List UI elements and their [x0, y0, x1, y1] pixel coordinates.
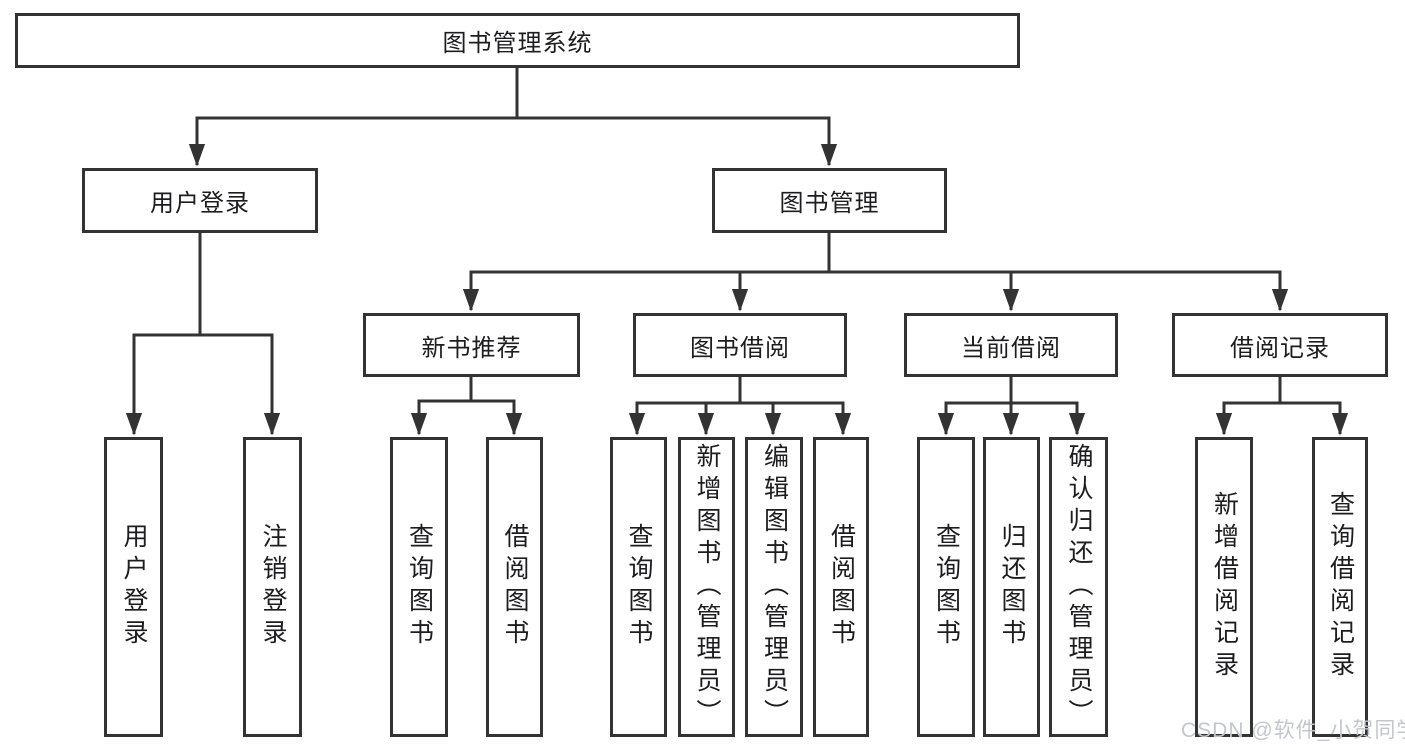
node-label: 用户登录 [150, 190, 250, 217]
leaf-label: 查询借阅记录 [1326, 491, 1355, 683]
node-book-borrow: 图书借阅 [633, 313, 847, 377]
node-new-book-recommend: 新书推荐 [363, 313, 580, 377]
leaf-confirm-return-admin: 确认归还（管理员） [1049, 437, 1108, 737]
leaf-borrow-books-recommend: 借阅图书 [486, 437, 543, 737]
leaf-label: 借阅图书 [501, 523, 529, 651]
node-label: 图书借阅 [690, 334, 790, 362]
node-user-login: 用户登录 [82, 168, 318, 233]
leaf-label: 注销登录 [259, 523, 287, 651]
node-label: 图书管理 [779, 190, 880, 217]
node-root-library-system: 图书管理系统 [15, 13, 1020, 68]
node-current-borrow: 当前借阅 [904, 313, 1118, 377]
leaf-label: 查询图书 [625, 523, 653, 651]
leaf-label: 确认归还（管理员） [1065, 443, 1093, 731]
leaf-logout: 注销登录 [243, 437, 302, 737]
leaf-label: 查询图书 [405, 523, 434, 651]
leaf-query-books-borrow: 查询图书 [610, 437, 667, 737]
leaf-label: 用户登录 [120, 523, 148, 651]
leaf-label: 编辑图书（管理员） [760, 443, 789, 731]
leaf-return-books: 归还图书 [983, 437, 1040, 737]
node-book-management: 图书管理 [712, 168, 947, 233]
leaf-edit-books-admin: 编辑图书（管理员） [745, 437, 803, 737]
leaf-query-books-current: 查询图书 [917, 437, 975, 737]
leaf-user-login: 用户登录 [104, 437, 163, 737]
leaf-label: 新增借阅记录 [1210, 491, 1239, 683]
node-label: 图书管理系统 [442, 30, 593, 57]
leaf-label: 查询图书 [932, 523, 961, 651]
leaf-label: 归还图书 [998, 523, 1026, 651]
leaf-add-books-admin: 新增图书（管理员） [678, 437, 735, 737]
node-label: 借阅记录 [1230, 334, 1330, 362]
leaf-query-borrow-record: 查询借阅记录 [1312, 437, 1368, 737]
leaf-add-borrow-record: 新增借阅记录 [1195, 437, 1253, 737]
node-label: 当前借阅 [961, 334, 1061, 362]
node-borrow-records: 借阅记录 [1172, 313, 1388, 377]
leaf-label: 新增图书（管理员） [693, 443, 721, 731]
leaf-query-books-recommend: 查询图书 [390, 437, 448, 737]
leaf-label: 借阅图书 [827, 523, 856, 651]
csdn-watermark: CSDN @软件_小贺同学 [1181, 719, 1405, 742]
leaf-borrow-books: 借阅图书 [813, 437, 869, 737]
node-label: 新书推荐 [421, 334, 522, 362]
